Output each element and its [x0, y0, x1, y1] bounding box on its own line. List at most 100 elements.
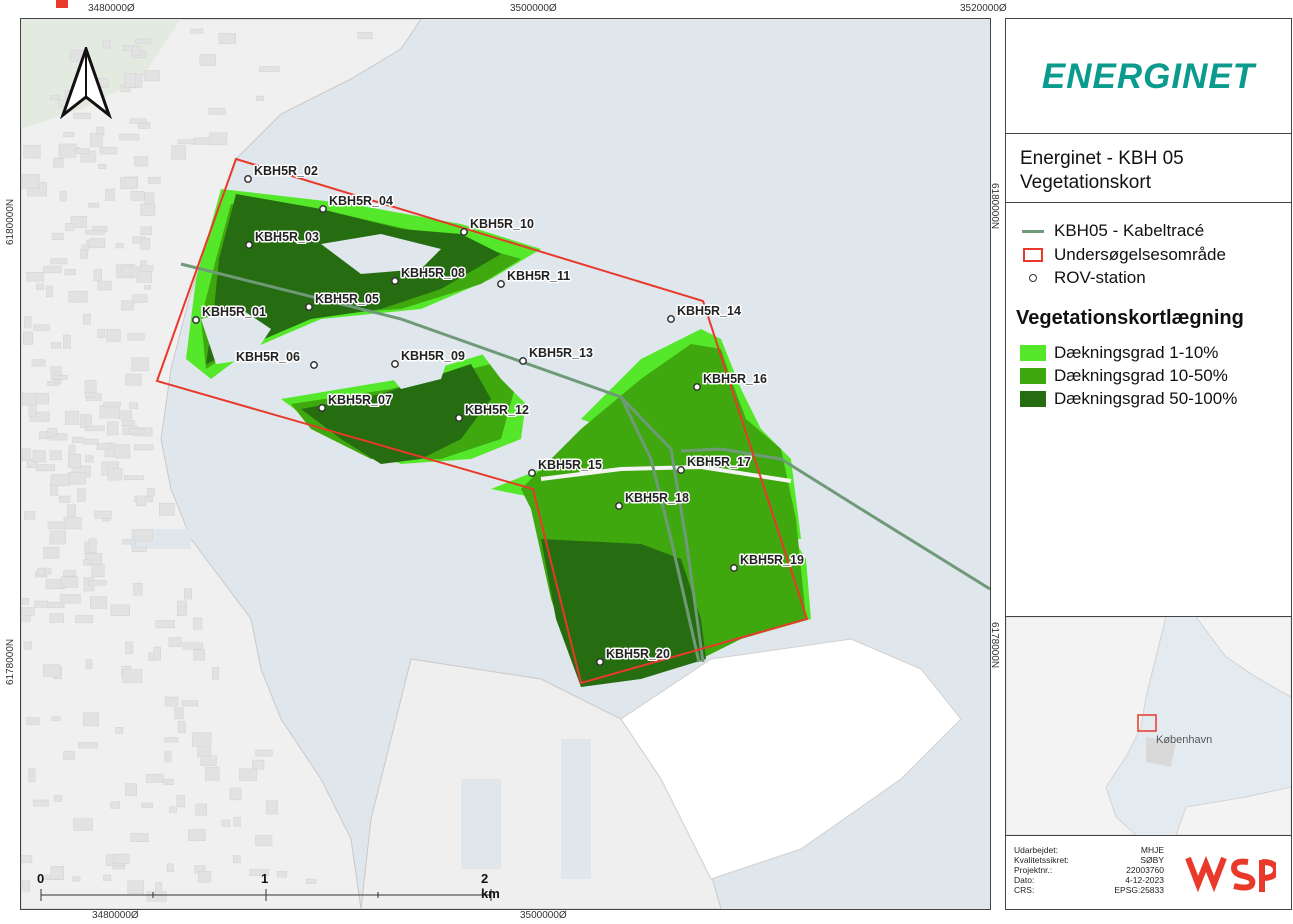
- harbour-basin: [461, 779, 501, 869]
- meta-row: Projektnr.: 22003760: [1014, 865, 1164, 875]
- station-marker-icon[interactable]: [318, 404, 326, 412]
- rov-station[interactable]: KBH5R_15: [528, 457, 603, 477]
- cable-route: [180, 262, 990, 663]
- rov-station[interactable]: KBH5R_03: [245, 229, 320, 249]
- station-marker-icon[interactable]: [693, 383, 701, 391]
- station-marker-icon[interactable]: [596, 658, 604, 666]
- meta-key: CRS:: [1014, 885, 1035, 895]
- meta-value: 22003760: [1126, 865, 1164, 875]
- rov-station[interactable]: KBH5R_16: [693, 371, 768, 391]
- scale-label-0: 0: [37, 871, 45, 886]
- scale-label-1: 1: [261, 871, 269, 886]
- station-label: KBH5R_13: [529, 346, 593, 360]
- rov-station[interactable]: KBH5R_10: [460, 216, 535, 236]
- station-label: KBH5R_06: [236, 350, 300, 364]
- land-reclaimed: [620, 638, 962, 880]
- scale-bar-graphic: [40, 889, 492, 901]
- station-marker-icon[interactable]: [455, 414, 463, 422]
- meta-key: Projektnr.:: [1014, 865, 1053, 875]
- land-west: [21, 19, 422, 909]
- station-marker-icon[interactable]: [528, 469, 536, 477]
- legend-panel: KBH05 - Kabeltracé Undersøgelsesområde R…: [1006, 203, 1291, 617]
- title-panel: Energinet - KBH 05 Vegetationskort: [1006, 134, 1291, 203]
- fill-swatch-icon: [1020, 345, 1046, 361]
- overview-canvas: København: [1006, 617, 1291, 835]
- station-marker-icon[interactable]: [310, 361, 318, 369]
- station-label: KBH5R_14: [677, 304, 741, 318]
- station-marker-icon[interactable]: [391, 360, 399, 368]
- station-marker-icon[interactable]: [730, 564, 738, 572]
- rov-station[interactable]: KBH5R_09: [391, 348, 466, 368]
- legend-item-rov-station: ROV-station: [1020, 268, 1146, 288]
- legend-label: Dækningsgrad 10-50%: [1054, 366, 1228, 385]
- legend-item-survey-area: Undersøgelsesområde: [1020, 245, 1226, 265]
- station-label: KBH5R_02: [254, 164, 318, 178]
- station-marker-icon[interactable]: [305, 303, 313, 311]
- grid-label-bottom-3500000: 3500000Ø: [520, 910, 567, 921]
- outline-box-icon: [1020, 247, 1046, 263]
- station-marker-icon[interactable]: [460, 228, 468, 236]
- station-marker-icon[interactable]: [244, 175, 252, 183]
- rov-station[interactable]: KBH5R_11: [497, 268, 572, 288]
- station-marker-icon[interactable]: [519, 357, 527, 365]
- fill-swatch-icon: [1020, 391, 1046, 407]
- station-label: KBH5R_11: [507, 269, 570, 283]
- logo-panel: ENERGINET: [1006, 19, 1291, 134]
- rov-station[interactable]: KBH5R_06: [235, 349, 318, 369]
- meta-value: EPSG:25833: [1114, 885, 1164, 895]
- station-marker-icon[interactable]: [245, 241, 253, 249]
- overview-extent: [1137, 714, 1157, 732]
- rov-station[interactable]: KBH5R_02: [244, 163, 319, 183]
- station-marker-icon[interactable]: [391, 277, 399, 285]
- fill-swatch-icon: [1020, 368, 1046, 384]
- meta-key: Kvalitetssikret:: [1014, 855, 1069, 865]
- station-marker-icon[interactable]: [615, 502, 623, 510]
- station-marker-icon[interactable]: [497, 280, 505, 288]
- station-marker-icon[interactable]: [667, 315, 675, 323]
- rov-station[interactable]: KBH5R_01: [192, 304, 267, 324]
- station-label: KBH5R_05: [315, 292, 379, 306]
- station-marker-icon[interactable]: [677, 466, 685, 474]
- station-label: KBH5R_16: [703, 372, 767, 386]
- meta-key: Udarbejdet:: [1014, 845, 1058, 855]
- legend-item-cable: KBH05 - Kabeltracé: [1020, 221, 1204, 241]
- north-arrow-icon: [60, 47, 112, 119]
- rov-station[interactable]: KBH5R_14: [667, 303, 742, 323]
- legend-label: Undersøgelsesområde: [1054, 245, 1226, 264]
- legend-label: Dækningsgrad 1-10%: [1054, 343, 1219, 362]
- rov-station[interactable]: KBH5R_07: [318, 392, 393, 412]
- metadata-panel: Udarbejdet: MHJE Kvalitetssikret: SØBY P…: [1006, 836, 1291, 909]
- rov-station[interactable]: KBH5R_19: [730, 552, 805, 572]
- station-label: KBH5R_18: [625, 491, 689, 505]
- rov-station[interactable]: KBH5R_08: [391, 265, 466, 285]
- overview-map[interactable]: København: [1006, 617, 1291, 836]
- rov-station[interactable]: KBH5R_05: [305, 291, 380, 311]
- survey-area-outline: [155, 157, 809, 685]
- cable-trench: [540, 464, 792, 483]
- side-panel: ENERGINET Energinet - KBH 05 Vegetations…: [1005, 18, 1292, 910]
- rov-station[interactable]: KBH5R_04: [319, 193, 394, 213]
- station-label: KBH5R_04: [329, 194, 393, 208]
- station-label: KBH5R_08: [401, 266, 465, 280]
- rov-station[interactable]: KBH5R_12: [455, 402, 530, 422]
- vegetation-50-100: [206, 194, 706, 687]
- city-blocks: [21, 28, 373, 902]
- rov-station[interactable]: KBH5R_20: [596, 646, 671, 666]
- rov-station[interactable]: KBH5R_18: [615, 490, 690, 510]
- meta-row: CRS: EPSG:25833: [1014, 885, 1164, 895]
- vegetation-gaps: [201, 234, 621, 419]
- harbour-basin: [561, 739, 591, 879]
- station-marker-icon[interactable]: [319, 205, 327, 213]
- station-marker-icon[interactable]: [192, 316, 200, 324]
- rov-station[interactable]: KBH5R_17: [677, 454, 752, 474]
- meta-row: Dato: 4-12-2023: [1014, 875, 1164, 885]
- station-label: KBH5R_10: [470, 217, 534, 231]
- rov-station[interactable]: KBH5R_13: [519, 345, 594, 365]
- legend-class-50-100: Dækningsgrad 50-100%: [1020, 389, 1237, 409]
- legend-class-1-10: Dækningsgrad 1-10%: [1020, 343, 1218, 363]
- station-label: KBH5R_12: [465, 403, 529, 417]
- station-label: KBH5R_17: [687, 455, 751, 469]
